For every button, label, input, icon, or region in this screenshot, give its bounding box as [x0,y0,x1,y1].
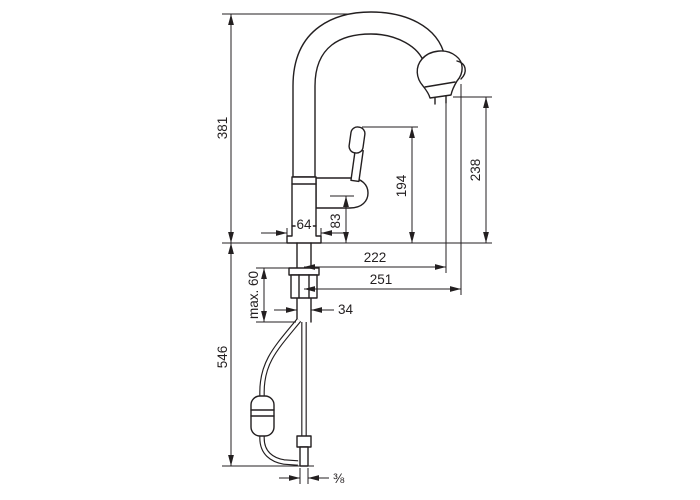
datum-lines [222,13,492,467]
hose-weight-bands [250,409,275,417]
outlet-height-label: 238 [468,159,483,182]
handle-hub [315,177,369,209]
shank-diameter-label: 34 [338,302,354,317]
dimension-lines [228,14,489,481]
spray-release-knob [456,60,466,80]
spout-outline [292,11,446,178]
mounting-nut [290,274,318,299]
connection-size-label: ⅜ [333,471,345,486]
hose-end-fitting [299,446,309,467]
hose-connector-nut [296,435,312,448]
hose-drop-label: 546 [215,346,230,369]
body-height-label: 83 [328,213,343,228]
faucet-drawing [250,11,466,467]
overall-height-label: 381 [215,117,230,140]
spray-hose-inner [260,318,301,465]
max-reach-label: 251 [370,272,393,287]
handle-height-label: 194 [394,174,409,197]
base-width-label: 64 [296,217,312,232]
spray-head [416,50,463,99]
handle-grip [348,126,366,154]
spout-reach-label: 222 [364,250,387,265]
dimension-labels: 381 546 238 194 83 max. 60 64 222 251 34… [213,115,485,488]
body-seam-lines [291,183,317,227]
faucet-body [286,176,322,244]
max-counter-thickness-label: max. 60 [246,271,261,319]
handle-lever-arm [350,148,364,183]
spray-head-ring [424,81,456,88]
mounting-washer [288,267,320,276]
